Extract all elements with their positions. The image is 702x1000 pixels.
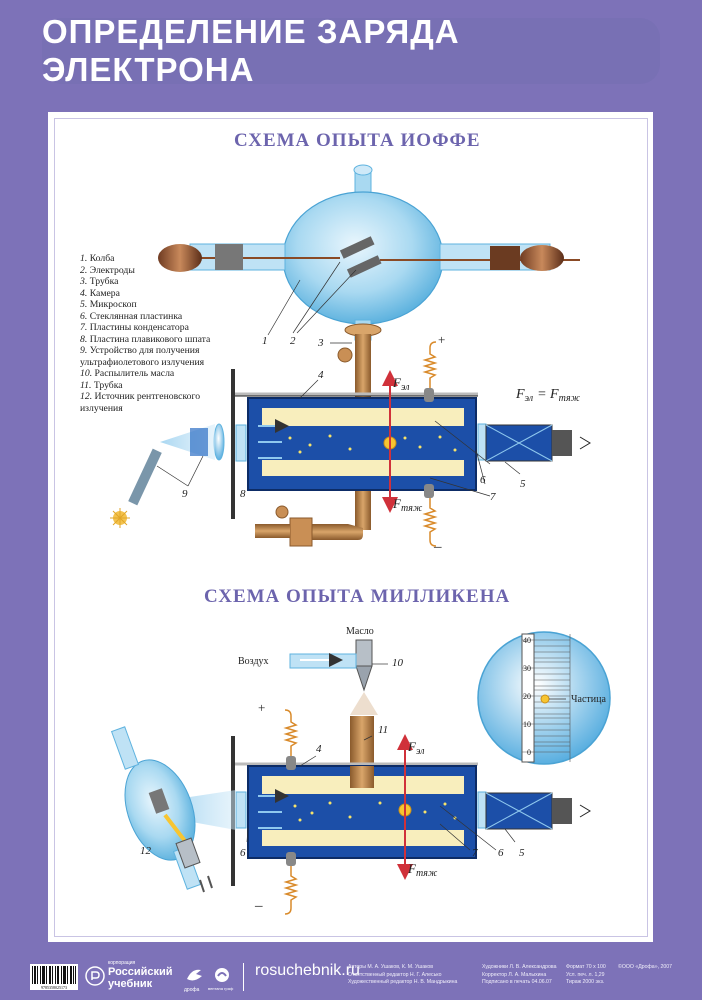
page-title: Определение заряда электрона: [42, 13, 460, 88]
ventana-logo-icon: [215, 968, 229, 982]
publisher-2-name: вентана граф: [208, 986, 234, 991]
part-number: 9: [182, 488, 188, 500]
credits-column-3: Формат 70 x 100 Усл. печ. л. 1,29 Тираж …: [566, 964, 606, 985]
legend-item: 6. Стеклянная пластинка: [80, 310, 183, 322]
ioffe-force-labels: Fэл Fтяж Fэл= Fтяж + –: [392, 332, 581, 555]
scale-tick: 40: [523, 636, 531, 645]
millikan-chamber: [235, 756, 478, 866]
part-number: 10: [392, 657, 404, 669]
millikan-labels: Масло Воздух Частица Fэл Fтяж + –: [238, 626, 606, 914]
ioffe-part-numbers: 1 2 3 4 5 6 7 8 9: [182, 335, 526, 503]
scale-tick-labels: 40 30 20 10 0: [523, 636, 531, 757]
publisher-name: дрофа: [184, 987, 200, 993]
ioffe-tube: [255, 323, 382, 547]
part-number: 6: [480, 474, 486, 486]
ioffe-springs: [422, 341, 438, 547]
part-number: 5: [519, 847, 525, 859]
ros-uchebnik-logo-icon: [85, 966, 105, 986]
part-number: 2: [290, 335, 296, 347]
footer-bar: [0, 954, 702, 1000]
scale-tick: 10: [523, 720, 531, 729]
svg-text:Fэл: Fэл: [392, 375, 410, 393]
svg-text:Fэл= Fтяж: Fэл= Fтяж: [515, 387, 581, 404]
credits-column-1: Авторы М. А. Ушаков, К. М. Ушаков Ответс…: [348, 964, 458, 985]
ioffe-uv-source: [110, 369, 247, 528]
legend-item: 3. Трубка: [80, 276, 119, 287]
website-link[interactable]: rosuchebnik.ru: [255, 962, 360, 979]
ioffe-microscope: [477, 423, 591, 462]
part-number: 5: [520, 478, 526, 490]
part-number: 4: [318, 369, 324, 381]
legend-item: 7. Пластины конденсатора: [80, 322, 189, 333]
credits-column-2: Художники Л. В. Александрова Корректор Л…: [482, 964, 557, 985]
svg-text:Fтяж: Fтяж: [407, 861, 438, 879]
part-number: 7: [490, 491, 496, 503]
brand-name: корпорация Российский учебник: [108, 960, 173, 990]
legend-item: 12. Источник рентгеновского излучения: [80, 391, 201, 414]
part-number: 11: [378, 724, 388, 736]
scale-tick: 30: [523, 664, 531, 673]
ioffe-chamber: [235, 388, 478, 498]
svg-text:Fэл: Fэл: [407, 739, 425, 757]
copyright: ©ООО «Дрофа», 2007: [618, 964, 672, 970]
title-banner: Определение заряда электрона: [42, 13, 660, 88]
millikan-section-title: Схема опыта Милликена: [204, 586, 511, 607]
barcode: 9785358025173: [30, 964, 78, 990]
part-number: 12: [140, 845, 152, 857]
ioffe-flask: [158, 164, 580, 341]
legend-item: 10. Распылитель масла: [80, 368, 175, 379]
barcode-lines: 9785358025173: [32, 966, 76, 990]
scale-tick: 20: [523, 692, 531, 701]
legend-item: 11. Трубка: [80, 379, 123, 391]
drofa-logo-icon: [187, 969, 202, 981]
part-number: 6: [240, 847, 246, 859]
legend-item: 1. Колба: [80, 253, 115, 264]
part-number: 7: [472, 847, 478, 859]
legend-item: 5. Микроскоп: [80, 299, 137, 310]
magnified-view: [477, 631, 611, 765]
legend-item: 2. Электроды: [80, 264, 135, 276]
svg-text:Fтяж: Fтяж: [392, 496, 423, 514]
millikan-part-numbers: 4 5 6 6 7 10 11 12: [140, 657, 525, 859]
millikan-microscope: [477, 791, 591, 830]
scale-tick: 0: [527, 748, 531, 757]
svg-text:Воздух: Воздух: [238, 656, 269, 667]
legend-item: 9. Устройство для получения ультрафиолет…: [80, 345, 205, 368]
content-panel-border: [54, 118, 648, 937]
svg-text:Частица: Частица: [571, 694, 606, 705]
millikan-leader-lines: [246, 663, 516, 851]
part-number: 8: [240, 488, 246, 500]
ioffe-leader-lines: [156, 261, 521, 497]
millikan-springs: [283, 709, 299, 915]
svg-text:Масло: Масло: [346, 626, 374, 637]
svg-text:–: –: [433, 539, 442, 555]
part-number: 6: [498, 847, 504, 859]
barcode-number: 9785358025173: [41, 985, 67, 990]
part-number: 4: [316, 743, 322, 755]
part-number: 3: [317, 337, 324, 349]
millikan-oil-sprayer: [289, 639, 378, 715]
ioffe-section-title: Схема опыта Иоффе: [234, 130, 481, 151]
millikan-xray-source: [110, 726, 247, 893]
parts-legend: 1. Колба 2. Электроды 3. Трубка 4. Камер…: [80, 253, 245, 414]
part-number: 1: [262, 335, 268, 347]
svg-text:+: +: [258, 700, 265, 715]
legend-item: 8. Пластина плавикового шпата: [80, 333, 211, 345]
svg-text:+: +: [438, 332, 445, 347]
svg-text:–: –: [254, 898, 263, 914]
legend-item: 4. Камера: [80, 287, 120, 299]
footer-divider: [243, 963, 244, 991]
